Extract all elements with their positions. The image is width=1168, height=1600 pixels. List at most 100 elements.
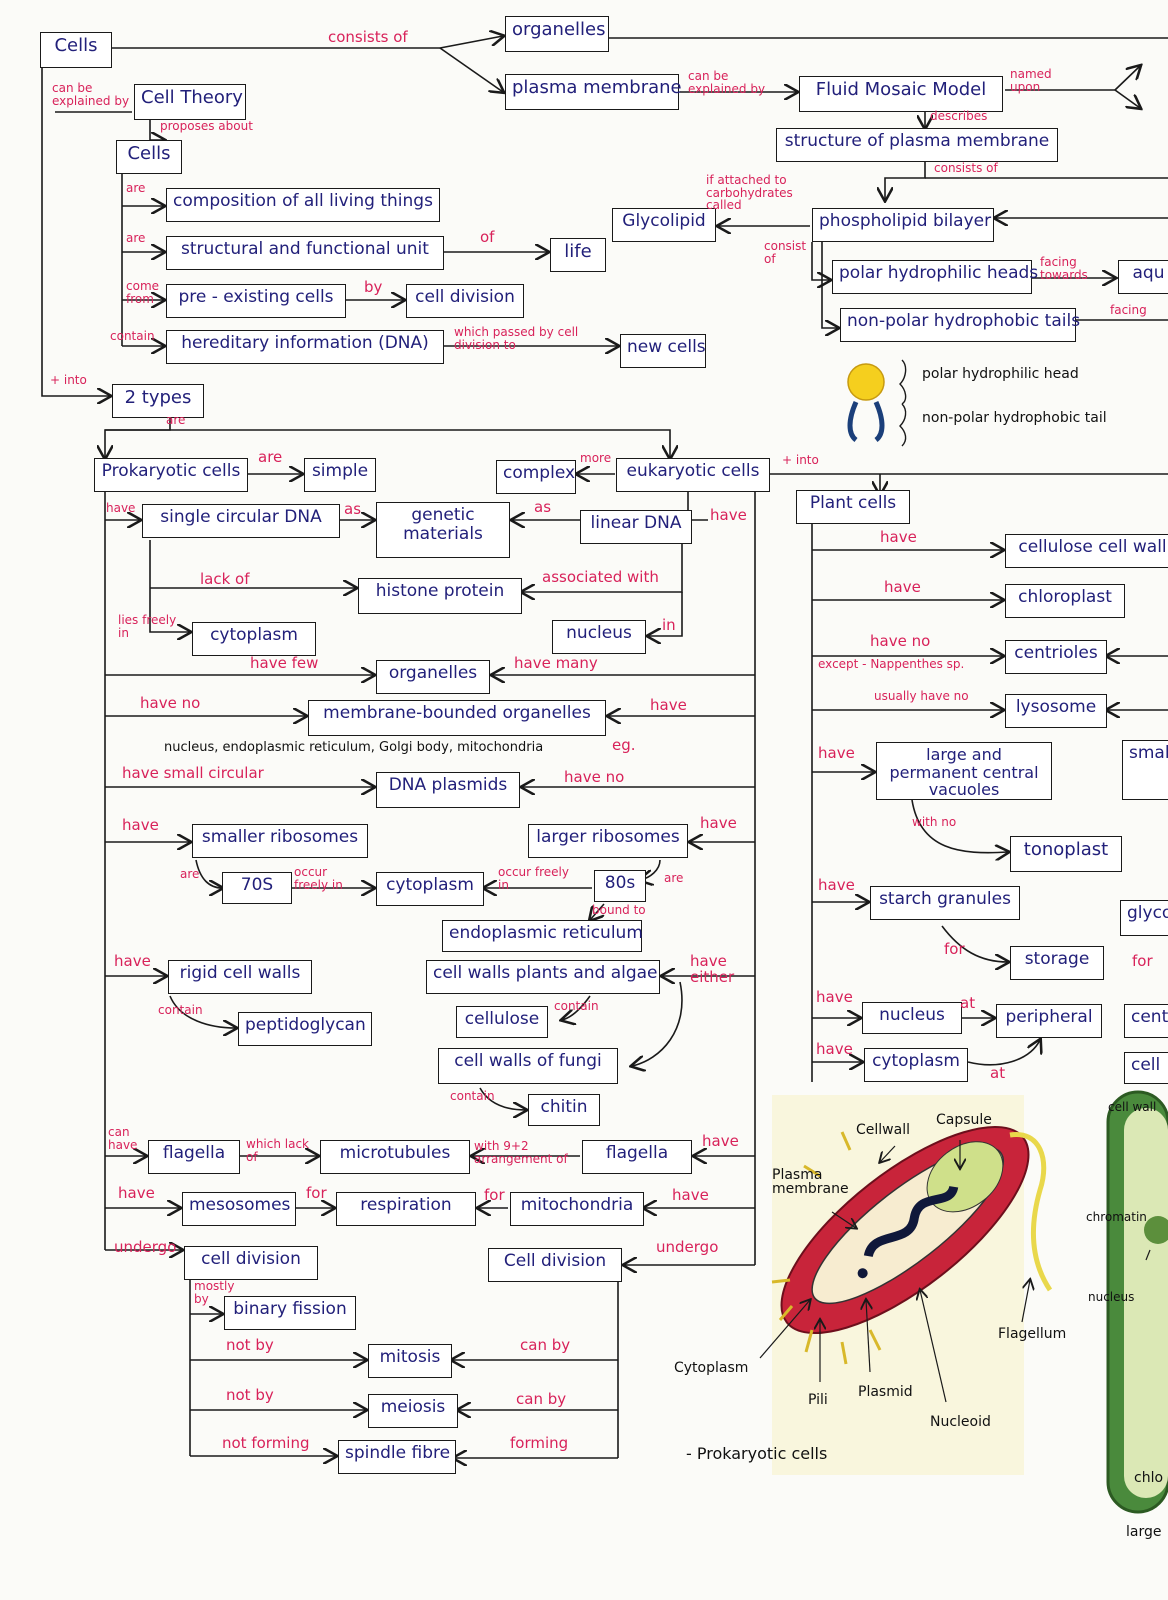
label-plant-have-6: have	[816, 1040, 853, 1058]
label-can-be-explained-by: can be explained by	[52, 81, 130, 108]
label-have-many: have many	[514, 654, 598, 672]
illustration-label-plasma-membrane: Plasma membrane	[772, 1167, 849, 1197]
label-have-8: have	[118, 1184, 155, 1202]
node-centrioles: centrioles	[1005, 640, 1107, 674]
node-cells: Cells	[40, 32, 112, 68]
label-plant-usually-have-no: usually have no	[874, 689, 969, 703]
label-plant-have-5: have	[816, 988, 853, 1006]
node-composition: composition of all living things	[166, 188, 440, 222]
note-polar-hydrophilic-head: polar hydrophilic head	[922, 366, 1079, 382]
label-contain-2: contain	[158, 1003, 203, 1017]
node-hereditary-information: hereditary information (DNA)	[166, 330, 444, 364]
label-have-3: have	[650, 696, 687, 714]
label-lies-freely-in: lies freely in	[118, 613, 177, 640]
label-have-1: have	[106, 501, 136, 515]
label-are-1: are	[126, 181, 146, 195]
label-bound-to: bound to	[592, 903, 646, 917]
note-organelles-examples: nucleus, endoplasmic reticulum, Golgi bo…	[164, 740, 544, 755]
label-plus-into-1: + into	[50, 373, 87, 387]
node-prokaryotic-cells: Prokaryotic cells	[94, 458, 248, 492]
node-binary-fission: binary fission	[224, 1296, 356, 1330]
label-can-by-1: can by	[520, 1336, 571, 1354]
label-plant-have-no: have no	[870, 632, 931, 650]
node-single-circular-dna: single circular DNA	[142, 504, 340, 538]
label-for-1: for	[306, 1184, 327, 1202]
label-of: of	[480, 228, 495, 246]
label-plant-have-2: have	[884, 578, 921, 596]
node-cellulose: cellulose	[456, 1006, 548, 1038]
node-membrane-bounded-organelles: membrane-bounded organelles	[308, 700, 606, 736]
label-have-no-2: have no	[564, 768, 625, 786]
node-cell-cut: cell	[1124, 1052, 1168, 1084]
node-cell-walls-of-fungi: cell walls of fungi	[438, 1048, 618, 1084]
illustration-label-nucleoid: Nucleoid	[930, 1414, 991, 1430]
label-have-4: have	[122, 816, 159, 834]
label-contain-4: contain	[450, 1089, 495, 1103]
node-starch-granules: starch granules	[870, 886, 1020, 920]
label-consist-of: consist of	[764, 239, 807, 266]
node-80s: 80s	[594, 870, 646, 902]
label-plant-with-no: with no	[912, 815, 957, 829]
phospholipid-illustration	[847, 359, 907, 447]
node-flagella-2: flagella	[582, 1140, 692, 1174]
label-not-by-1: not by	[226, 1336, 274, 1354]
node-chloroplast: chloroplast	[1005, 584, 1125, 618]
illustration-caption: - Prokaryotic cells	[686, 1444, 828, 1463]
label-as-2: as	[534, 498, 552, 516]
label-mostly-by: mostly by	[194, 1279, 235, 1306]
label-associated-with: associated with	[542, 568, 659, 586]
label-occur-freely-in-2: occur freely in	[498, 865, 569, 892]
node-mitochondria: mitochondria	[510, 1192, 644, 1226]
node-respiration: respiration	[336, 1192, 476, 1226]
label-plant-have-3: have	[818, 744, 855, 762]
node-linear-dna: linear DNA	[580, 510, 692, 544]
node-cell-walls-plants-algae: cell walls plants and algae	[426, 960, 660, 994]
node-mesosomes: mesosomes	[182, 1192, 296, 1226]
node-storage: storage	[1010, 946, 1104, 980]
node-new-cells: new cells	[620, 334, 706, 368]
label-have-small-circular: have small circular	[122, 764, 264, 782]
label-if-attached: if attached to carbohydrates called	[706, 173, 793, 213]
label-plant-at: at	[960, 994, 976, 1012]
node-cytoplasm-1: cytoplasm	[192, 622, 316, 656]
node-nonpolar-hydrophobic-tails: non-polar hydrophobic tails	[840, 308, 1080, 342]
label-have-6: have	[114, 952, 151, 970]
label-which-passed: which passed by cell division to	[454, 325, 579, 352]
label-can-by-2: can by	[516, 1390, 567, 1408]
label-not-forming: not forming	[222, 1434, 310, 1452]
label-plant-have-4: have	[818, 876, 855, 894]
label-facing: facing	[1110, 303, 1147, 317]
label-named-upon: named upon	[1010, 67, 1052, 94]
node-spindle-fibre: spindle fibre	[338, 1440, 456, 1474]
illustration-label-chromatin: chromatin	[1086, 1210, 1147, 1224]
label-plant-have-1: have	[880, 528, 917, 546]
node-chitin: chitin	[528, 1094, 600, 1126]
node-larger-ribosomes: larger ribosomes	[528, 824, 688, 858]
label-for-2: for	[484, 1186, 505, 1204]
node-nucleus-1: nucleus	[552, 620, 646, 654]
node-cells-2: Cells	[116, 140, 182, 174]
label-contain: contain	[110, 329, 155, 343]
label-have-5: have	[700, 814, 737, 832]
label-plant-except-nappenthes: except - Nappenthes sp.	[818, 657, 965, 671]
illustration-label-cytoplasm: Cytoplasm	[674, 1360, 749, 1376]
node-genetic-materials: genetic materials	[376, 502, 510, 558]
node-complex: complex	[496, 460, 576, 494]
node-pre-existing-cells: pre - existing cells	[166, 284, 346, 318]
node-peptidoglycan: peptidoglycan	[238, 1012, 372, 1046]
label-undergo-1: undergo	[114, 1238, 177, 1256]
node-cytoplasm-2: cytoplasm	[376, 872, 484, 906]
label-plant-for: for	[944, 940, 965, 958]
label-have-7: have	[702, 1132, 739, 1150]
node-organelles: organelles	[505, 16, 609, 52]
label-forming: forming	[510, 1434, 569, 1452]
note-nonpolar-hydrophobic-tail: non-polar hydrophobic tail	[922, 410, 1107, 426]
label-have-9: have	[672, 1186, 709, 1204]
node-tonoplast: tonoplast	[1010, 836, 1122, 872]
node-cell-division-top: cell division	[406, 284, 524, 318]
label-with-9-2-arrangement: with 9+2 arrangement of	[474, 1139, 568, 1166]
label-are-3: are	[166, 413, 186, 427]
node-eukaryotic-cells: eukaryotic cells	[616, 458, 770, 492]
illustration-label-capsule: Capsule	[936, 1112, 992, 1128]
